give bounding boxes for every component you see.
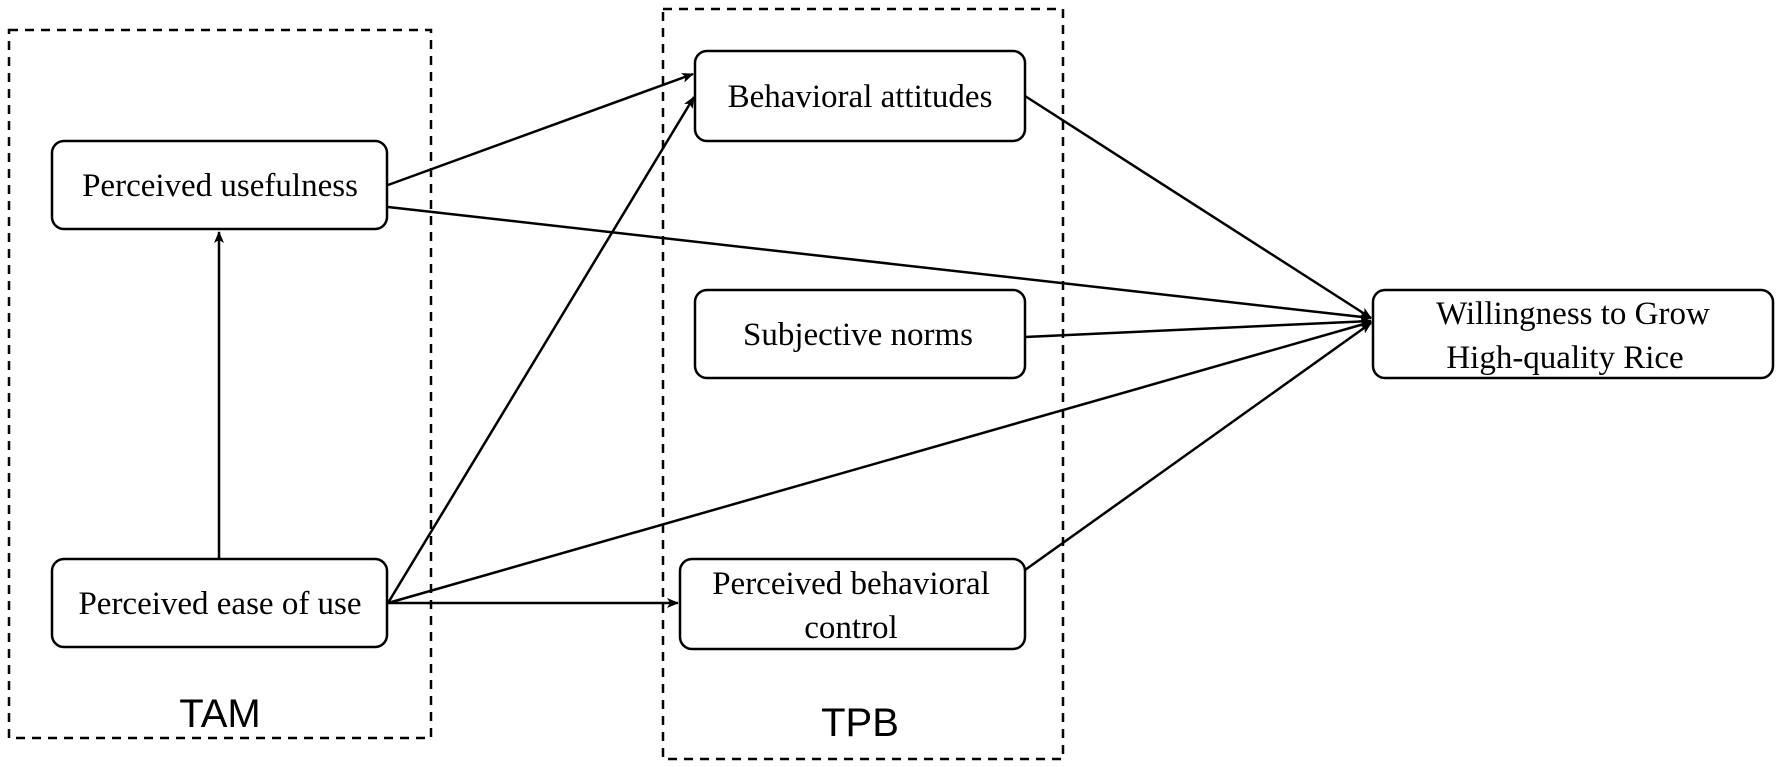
node-behavioral-attitudes: Behavioral attitudes xyxy=(693,49,1027,143)
tam-group-label: TAM xyxy=(179,692,260,736)
edge-ease-to-willingness xyxy=(387,320,1372,605)
node-perceived-ease-of-use: Perceived ease of use xyxy=(50,557,389,649)
tpb-group xyxy=(661,7,1065,761)
edge-norms-to-willingness xyxy=(1024,316,1372,339)
node-perceived-behavioral-control-line-1: Perceived behavioral xyxy=(712,566,990,602)
node-willingness-line-2: High-quality Rice xyxy=(1446,340,1683,376)
tpb-group-label: TPB xyxy=(821,701,899,745)
edge-ease-to-attitudes xyxy=(386,96,696,604)
tam-group xyxy=(7,28,433,740)
edge-attitudes-to-willingness xyxy=(1024,94,1372,320)
edge-control-to-willingness xyxy=(1024,321,1372,572)
node-willingness-line-1: Willingness to Grow xyxy=(1436,296,1710,332)
node-perceived-ease-of-use-label: Perceived ease of use xyxy=(78,586,361,622)
node-behavioral-attitudes-label: Behavioral attitudes xyxy=(728,79,993,115)
node-subjective-norms-label: Subjective norms xyxy=(743,317,973,353)
node-willingness: Willingness to Grow High-quality Rice xyxy=(1371,288,1775,380)
node-perceived-usefulness-label: Perceived usefulness xyxy=(82,168,358,204)
edge-usefulness-to-attitudes xyxy=(387,72,694,187)
node-perceived-usefulness: Perceived usefulness xyxy=(50,139,389,231)
edge-usefulness-to-willingness xyxy=(387,205,1372,322)
node-perceived-behavioral-control-line-2: control xyxy=(804,610,897,646)
edges xyxy=(214,72,1372,608)
node-perceived-behavioral-control: Perceived behavioral control xyxy=(678,557,1027,651)
node-subjective-norms: Subjective norms xyxy=(693,288,1027,380)
